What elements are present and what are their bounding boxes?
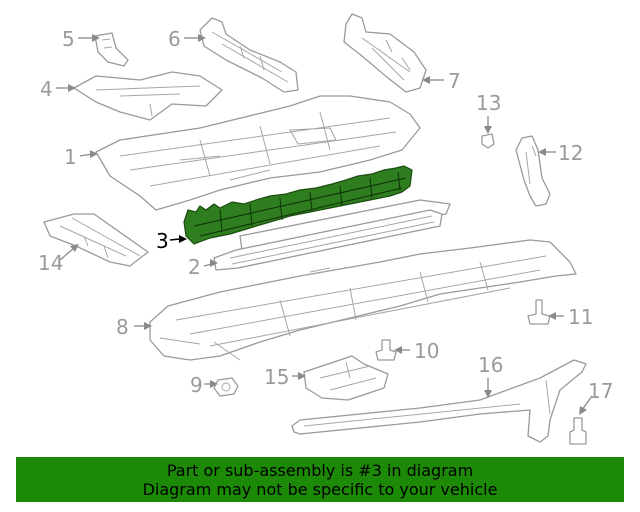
callout-1: 1 [64, 145, 77, 169]
callout-17: 17 [588, 379, 613, 403]
part-10-fastener[interactable] [375, 339, 397, 361]
part-1-floor-pan[interactable] [95, 95, 421, 211]
callout-8: 8 [116, 315, 129, 339]
part-4-crossmember[interactable] [73, 71, 223, 121]
part-13-clip[interactable] [481, 133, 495, 149]
callout-6: 6 [168, 27, 181, 51]
part-5-bracket[interactable] [94, 32, 129, 67]
part-9-nut[interactable] [213, 377, 239, 397]
part-8-under-cover[interactable] [149, 239, 577, 361]
callout-5: 5 [62, 27, 75, 51]
callout-13: 13 [476, 91, 501, 115]
part-3-highlighted[interactable] [183, 165, 413, 245]
callout-3: 3 [156, 229, 169, 253]
banner-line-1: Part or sub-assembly is #3 in diagram [166, 460, 474, 480]
callout-10: 10 [414, 339, 439, 363]
part-14-side-panel[interactable] [43, 213, 149, 267]
parts-diagram: 5 6 7 4 13 1 12 3 14 2 8 11 10 16 9 15 1… [38, 13, 613, 445]
callout-16: 16 [478, 353, 503, 377]
callout-12: 12 [558, 141, 583, 165]
callout-7: 7 [448, 69, 461, 93]
callout-14: 14 [38, 251, 63, 275]
callout-11: 11 [568, 305, 593, 329]
leader-lines [56, 34, 593, 415]
part-2-rail[interactable] [213, 209, 443, 271]
callout-2: 2 [188, 255, 201, 279]
callout-15: 15 [264, 365, 289, 389]
part-7-bracket[interactable] [343, 13, 427, 93]
part-11-bolt[interactable] [527, 299, 551, 325]
callout-4: 4 [40, 77, 53, 101]
callout-9: 9 [190, 373, 203, 397]
part-12-bracket[interactable] [515, 135, 551, 207]
part-6-rail[interactable] [199, 17, 299, 93]
part-16-brace[interactable] [291, 359, 587, 443]
part-15-plate[interactable] [303, 355, 389, 401]
part-17-bolt[interactable] [569, 417, 587, 445]
banner-line-2: Diagram may not be specific to your vehi… [142, 479, 498, 499]
info-banner: Part or sub-assembly is #3 in diagram Di… [16, 457, 624, 502]
